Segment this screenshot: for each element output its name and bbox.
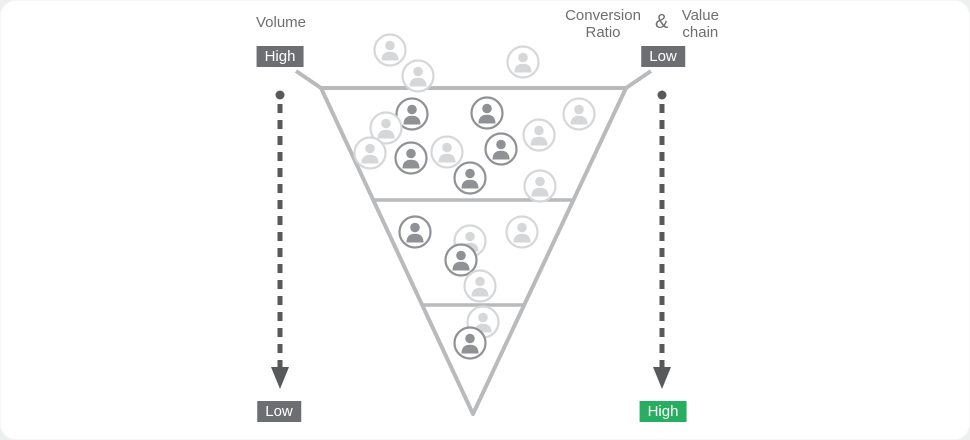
person-icon [395,97,429,131]
conversion-ratio-label: Conversion Ratio [565,7,641,41]
volume-arrow-head [271,367,289,389]
person-icon [353,136,387,170]
value-chain-label: Value chain [681,7,719,41]
person-icon [523,169,557,203]
person-icon [470,96,504,130]
volume-arrow [271,90,289,389]
person-icon [401,59,435,93]
person-icon [453,161,487,195]
person-icon [430,135,464,169]
funnel-rim [294,69,653,90]
person-icon [398,215,432,249]
funnel-sides [319,87,628,416]
conversion-arrow-dot [657,90,667,100]
conversion-low-badge: Low [641,46,685,67]
conversion-arrow [653,90,671,389]
person-icon [369,111,403,145]
person-icon [444,243,478,277]
volume-arrow-dot [275,90,285,100]
person-icon [453,326,487,360]
volume-low-badge: Low [257,401,301,422]
person-icon [463,269,497,303]
conversion-value-header: Conversion Ratio & Value chain [560,7,723,41]
person-icon [484,132,518,166]
person-icon [562,97,596,131]
volume-high-badge: High [256,46,304,67]
conversion-arrow-head [653,367,671,389]
people-layer [353,33,596,360]
person-icon [394,141,428,175]
person-icon [522,118,556,152]
person-icon [505,215,539,249]
ampersand-label: & [655,11,669,33]
person-icon [373,33,407,67]
conversion-high-badge: High [639,401,687,422]
volume-axis-title: Volume [255,14,307,31]
person-icon [506,45,540,79]
